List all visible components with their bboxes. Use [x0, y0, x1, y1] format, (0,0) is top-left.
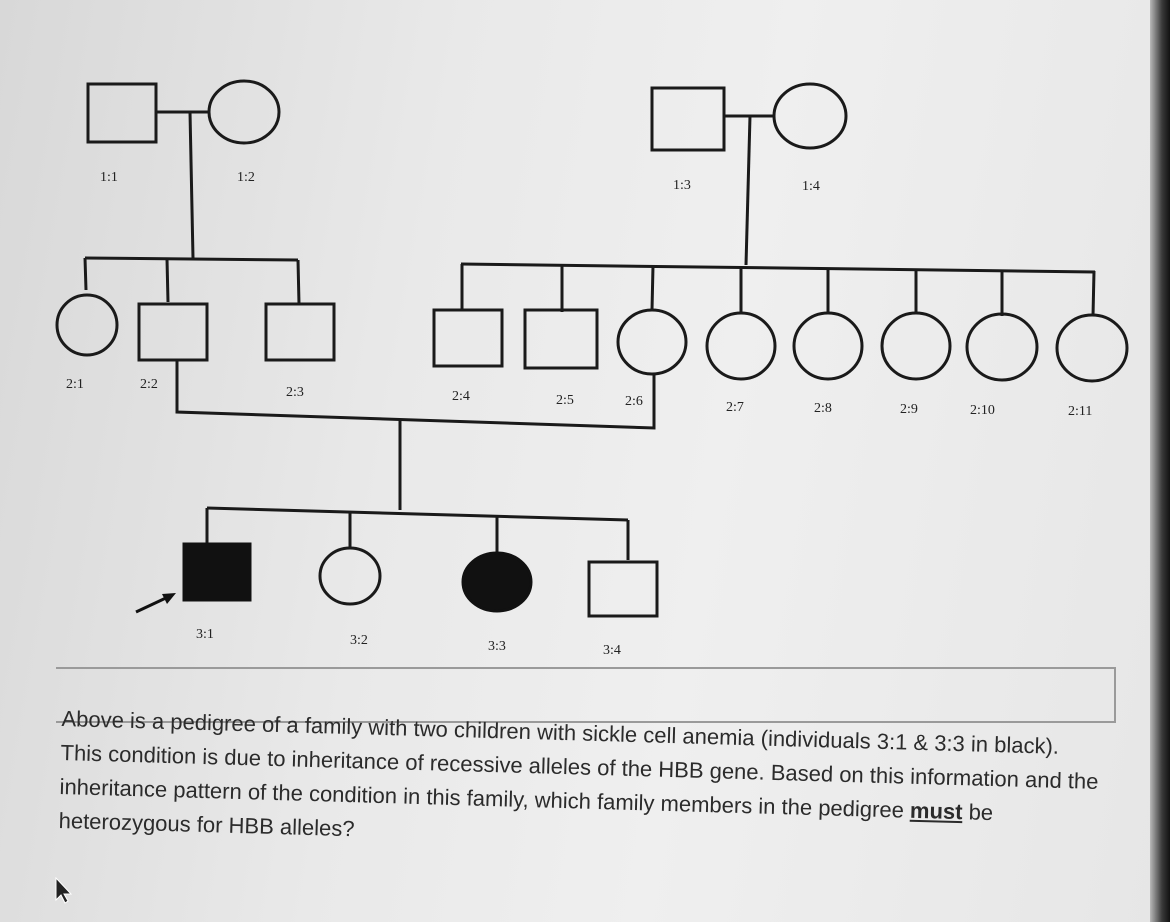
label-2-5: 2:5: [556, 393, 574, 408]
label-2-2: 2:2: [140, 377, 158, 392]
individual-1-3-male: [650, 86, 726, 152]
label-2-3: 2:3: [286, 385, 304, 400]
label-1-3: 1:3: [673, 178, 691, 193]
label-2-1: 2:1: [66, 377, 84, 392]
sib-drop-2-11: [1091, 270, 1096, 317]
label-2-7: 2:7: [726, 400, 744, 415]
label-1-4: 1:4: [802, 179, 820, 194]
question-box-border: [56, 667, 1116, 723]
individual-2-6-female: [616, 308, 688, 376]
label-2-8: 2:8: [814, 401, 832, 416]
individual-2-10-female: [965, 312, 1039, 382]
sibship-line-generation-3: [206, 506, 629, 522]
individual-3-1-male-affected: [182, 542, 252, 602]
proband-arrow-icon: [135, 593, 176, 614]
label-3-4: 3:4: [603, 643, 621, 658]
individual-2-3-male: [264, 302, 336, 362]
label-2-11: 2:11: [1068, 404, 1092, 419]
label-2-6: 2:6: [625, 394, 643, 409]
individual-1-2-female: [207, 79, 281, 145]
individual-3-3-female-affected: [461, 551, 533, 613]
label-2-4: 2:4: [452, 389, 470, 404]
individual-3-4-male: [587, 560, 659, 618]
individual-2-2-male: [137, 302, 209, 362]
mating-line-2-2-2-6: [175, 360, 656, 430]
label-3-2: 3:2: [350, 633, 368, 648]
sibship-line-left: [84, 256, 299, 262]
individual-3-2-female: [318, 546, 382, 606]
sibship-line-right: [460, 262, 1096, 274]
individual-2-8-female: [792, 311, 864, 381]
label-2-10: 2:10: [970, 403, 995, 418]
individual-2-1-female: [55, 293, 119, 357]
monitor-bezel-edge: [1150, 0, 1170, 922]
individual-2-7-female: [705, 311, 777, 381]
label-1-1: 1:1: [100, 170, 118, 185]
question-text: Above is a pedigree of a family with two…: [58, 702, 1101, 867]
sib-drop-2-3: [296, 259, 301, 305]
sib-drop-2-1: [83, 257, 88, 291]
descent-line-left: [188, 111, 195, 259]
individual-1-1-male: [86, 82, 158, 144]
individual-2-11-female: [1055, 313, 1129, 383]
individual-2-5-male: [523, 308, 599, 370]
descent-line-right: [744, 115, 752, 266]
label-3-1: 3:1: [196, 627, 214, 642]
individual-1-4-female: [772, 82, 848, 150]
pedigree-chart: 1:1 1:2 1:3 1:4 2:1 2:2 2:3 2:4 2:5 2:6 …: [55, 79, 1129, 658]
label-1-2: 1:2: [237, 170, 255, 185]
arrow-cursor-icon: [55, 876, 72, 904]
sib-drop-2-6: [650, 265, 655, 311]
sib-drop-2-2: [165, 258, 170, 303]
label-2-9: 2:9: [900, 402, 918, 417]
individual-2-4-male: [432, 308, 504, 368]
question-emphasis-must: must: [909, 797, 963, 825]
individual-2-9-female: [880, 311, 952, 381]
label-3-3: 3:3: [488, 639, 506, 654]
